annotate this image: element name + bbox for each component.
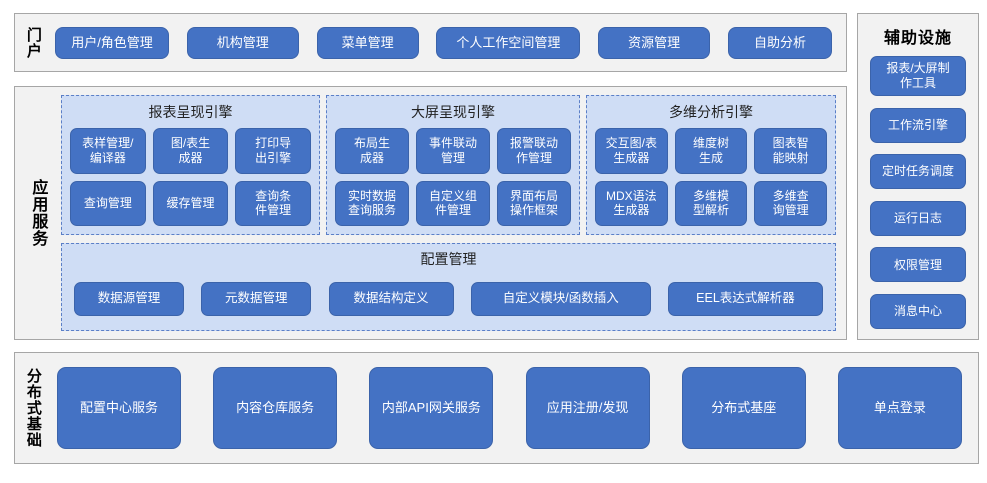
report-item-query-management[interactable]: 查询管理 (70, 180, 146, 226)
report-rendering-engine-panel: 报表呈现引擎 表样管理/ 编译器 图/表生 成器 打印导 出引擎 查询管理 缓存… (61, 95, 320, 235)
dashboard-item-realtime-data-query-service[interactable]: 实时数据 查询服务 (335, 180, 409, 226)
aux-item-workflow-engine[interactable]: 工作流引擎 (870, 107, 966, 143)
report-item-query-condition-management[interactable]: 查询条 件管理 (235, 180, 311, 226)
dashboard-rendering-engine-title: 大屏呈现引擎 (411, 104, 495, 120)
portal-section-label: 门户 (24, 26, 42, 59)
aux-item-scheduled-task-scheduler[interactable]: 定时任务调度 (870, 154, 966, 190)
aux-item-runtime-log[interactable]: 运行日志 (870, 200, 966, 236)
base-item-config-center-service[interactable]: 配置中心服务 (57, 367, 181, 449)
olap-item-multidimensional-query-management[interactable]: 多维查 询管理 (754, 180, 827, 226)
dashboard-item-ui-layout-operation-framework[interactable]: 界面布局 操作框架 (497, 180, 571, 226)
base-item-single-sign-on[interactable]: 单点登录 (837, 367, 962, 449)
portal-item-self-service-analysis[interactable]: 自助分析 (727, 26, 832, 59)
report-item-cache-management[interactable]: 缓存管理 (152, 180, 229, 226)
dashboard-item-layout-generator[interactable]: 布局生 成器 (335, 128, 409, 174)
engines-row: 报表呈现引擎 表样管理/ 编译器 图/表生 成器 打印导 出引擎 查询管理 缓存… (61, 95, 836, 235)
olap-analysis-engine-items: 交互图/表 生成器 维度树 生成 图表智 能映射 MDX语法 生成器 多维模 型… (595, 128, 827, 226)
aux-item-permission-management[interactable]: 权限管理 (870, 247, 966, 283)
config-item-data-structure-definition[interactable]: 数据结构定义 (328, 281, 454, 316)
dashboard-item-alarm-linkage-action-management[interactable]: 报警联动 作管理 (497, 128, 571, 174)
portal-item-menu-management[interactable]: 菜单管理 (316, 26, 419, 59)
portal-section: 门户 用户/角色管理 机构管理 菜单管理 个人工作空间管理 资源管理 自助分析 (14, 13, 847, 72)
distributed-foundation-section-label: 分布式基础 (24, 368, 42, 448)
dashboard-item-event-linkage-management[interactable]: 事件联动 管理 (416, 128, 490, 174)
aux-facilities-item-list: 报表/大屏制 作工具 工作流引擎 定时任务调度 运行日志 权限管理 消息中心 (858, 56, 978, 333)
base-item-content-repository-service[interactable]: 内容仓库服务 (213, 367, 338, 449)
aux-facilities-section: 辅助设施 报表/大屏制 作工具 工作流引擎 定时任务调度 运行日志 权限管理 消… (857, 13, 979, 340)
base-item-distributed-platform[interactable]: 分布式基座 (681, 367, 806, 449)
distributed-foundation-section: 分布式基础 配置中心服务 内容仓库服务 内部API网关服务 应用注册/发现 分布… (14, 352, 979, 464)
application-services-section-label: 应用服务 (29, 179, 47, 247)
configuration-management-title: 配置管理 (420, 251, 477, 267)
config-item-eel-expression-parser[interactable]: EEL表达式解析器 (668, 281, 823, 316)
olap-item-multidimensional-model-parsing[interactable]: 多维模 型解析 (674, 180, 748, 226)
portal-item-list: 用户/角色管理 机构管理 菜单管理 个人工作空间管理 资源管理 自助分析 (51, 14, 846, 71)
config-item-metadata-management[interactable]: 元数据管理 (201, 281, 312, 316)
portal-item-personal-workspace-management[interactable]: 个人工作空间管理 (436, 26, 581, 59)
olap-item-interactive-chart-table-generator[interactable]: 交互图/表 生成器 (595, 128, 668, 174)
portal-item-resource-management[interactable]: 资源管理 (598, 26, 711, 59)
config-item-datasource-management[interactable]: 数据源管理 (74, 281, 184, 316)
configuration-management-panel: 配置管理 数据源管理 元数据管理 数据结构定义 自定义模块/函数插入 EEL表达… (61, 243, 836, 331)
olap-item-mdx-syntax-generator[interactable]: MDX语法 生成器 (595, 180, 668, 226)
report-rendering-engine-title: 报表呈现引擎 (148, 104, 233, 120)
aux-item-report-dashboard-authoring-tool[interactable]: 报表/大屏制 作工具 (870, 56, 966, 96)
base-item-internal-api-gateway-service[interactable]: 内部API网关服务 (369, 367, 494, 449)
report-item-template-management-compiler[interactable]: 表样管理/ 编译器 (70, 128, 146, 174)
dashboard-rendering-engine-panel: 大屏呈现引擎 布局生 成器 事件联动 管理 报警联动 作管理 实时数据 查询服务… (326, 95, 580, 235)
report-item-print-export-engine[interactable]: 打印导 出引擎 (235, 128, 311, 174)
dashboard-rendering-engine-items: 布局生 成器 事件联动 管理 报警联动 作管理 实时数据 查询服务 自定义组 件… (335, 128, 571, 226)
application-services-section: 应用服务 报表呈现引擎 表样管理/ 编译器 图/表生 成器 打印导 出引擎 查询… (14, 86, 847, 340)
portal-item-org-management[interactable]: 机构管理 (186, 26, 299, 59)
base-item-application-registration-discovery[interactable]: 应用注册/发现 (525, 367, 650, 449)
olap-analysis-engine-panel: 多维分析引擎 交互图/表 生成器 维度树 生成 图表智 能映射 MDX语法 生成… (586, 95, 836, 235)
configuration-management-items: 数据源管理 元数据管理 数据结构定义 自定义模块/函数插入 EEL表达式解析器 (74, 275, 823, 322)
olap-analysis-engine-title: 多维分析引擎 (669, 104, 753, 120)
distributed-foundation-item-list: 配置中心服务 内容仓库服务 内部API网关服务 应用注册/发现 分布式基座 单点… (51, 353, 978, 463)
olap-item-dimension-tree-generation[interactable]: 维度树 生成 (674, 128, 748, 174)
aux-item-message-center[interactable]: 消息中心 (870, 293, 966, 329)
aux-facilities-title: 辅助设施 (883, 30, 952, 47)
config-item-custom-module-function-insertion[interactable]: 自定义模块/函数插入 (470, 281, 651, 316)
application-services-content: 报表呈现引擎 表样管理/ 编译器 图/表生 成器 打印导 出引擎 查询管理 缓存… (59, 87, 846, 339)
dashboard-item-custom-component-management[interactable]: 自定义组 件管理 (416, 180, 490, 226)
report-item-chart-table-generator[interactable]: 图/表生 成器 (152, 128, 229, 174)
report-rendering-engine-items: 表样管理/ 编译器 图/表生 成器 打印导 出引擎 查询管理 缓存管理 查询条 … (70, 128, 311, 226)
olap-item-chart-smart-mapping[interactable]: 图表智 能映射 (754, 128, 827, 174)
portal-item-user-role-management[interactable]: 用户/角色管理 (55, 26, 169, 59)
